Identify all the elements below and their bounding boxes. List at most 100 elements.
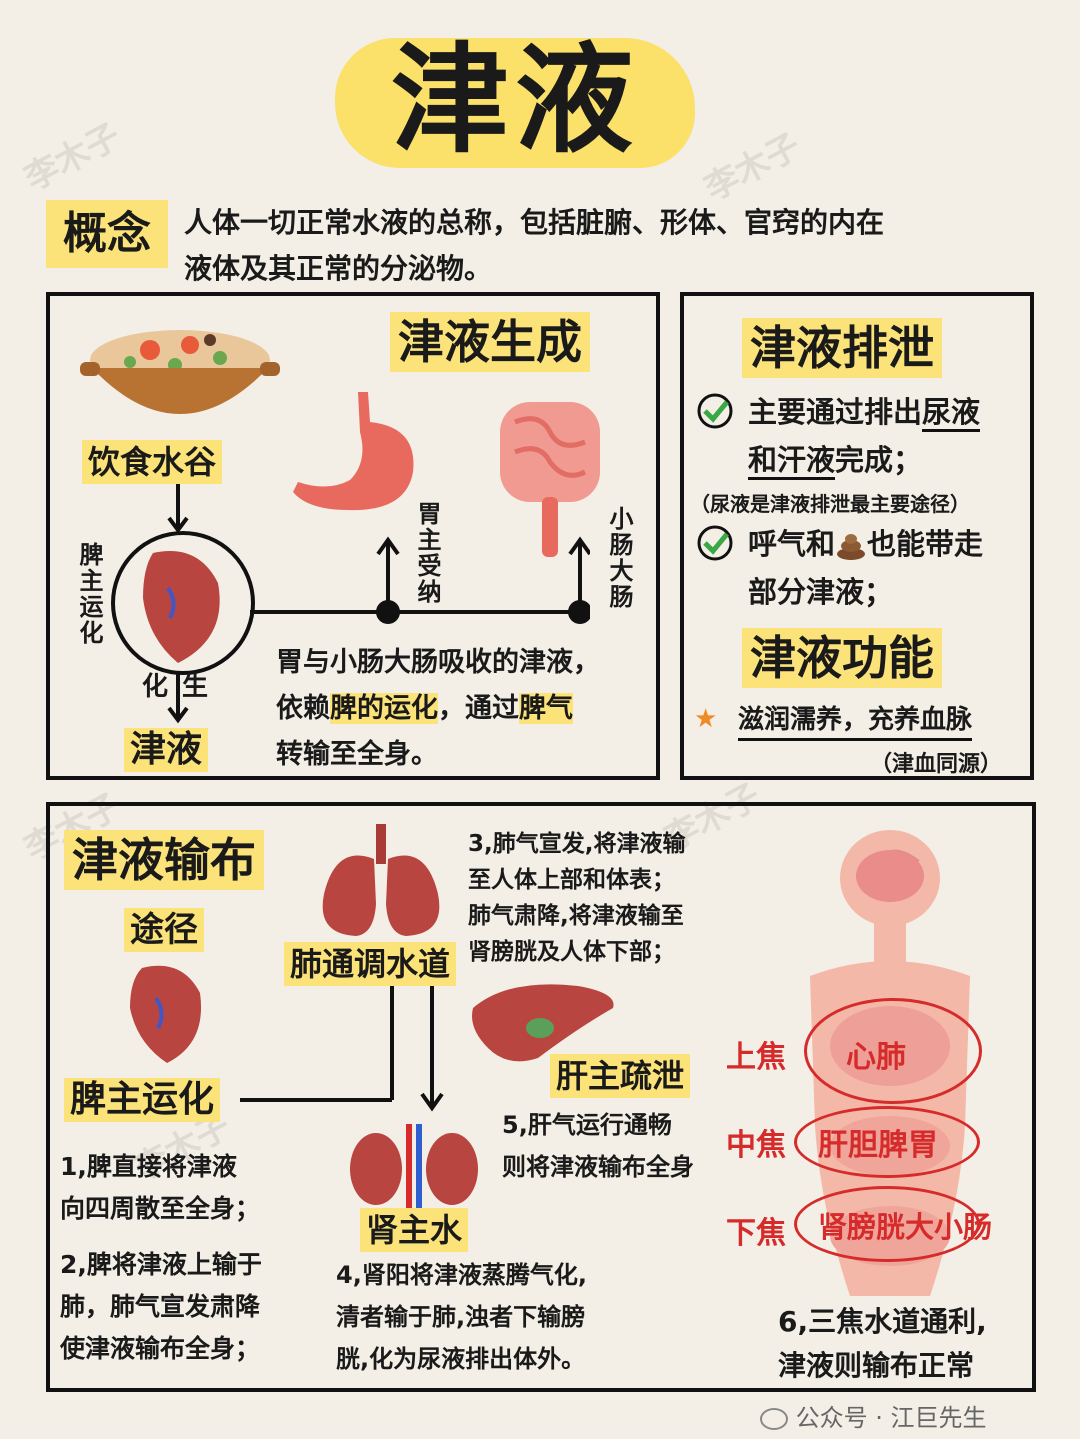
excretion-note: （尿液是津液排泄最主要途径） [690,492,970,516]
footer-text: 公众号 · 江巨先生 [795,1404,987,1432]
excretion-line: 主要通过排出尿液 [748,388,981,436]
desc-line: 至人体上部和体表； [468,867,675,893]
result-label: 津液 [124,728,209,772]
liver-label: 肝主疏泄 [550,1054,691,1098]
wechat-icon [760,1408,788,1430]
lung-desc: 3,肺气宣发,将津液输 至人体上部和体表； 肺气肃降,将津液输至 肾膀胱及人体下… [468,826,685,970]
lower-jiao-label: 下焦 [726,1216,786,1251]
poop-icon [837,534,866,560]
middle-jiao-label: 中焦 [726,1128,786,1163]
function-item: 滋润濡养，充养血脉 [738,702,973,741]
middle-organs: 肝胆脾胃 [818,1128,938,1163]
sanjiao-desc: 6,三焦水道通利, 津液则输布正常 [778,1300,987,1388]
desc-line: 肺气肃降,将津液输至 [468,903,684,929]
lungs-icon [322,824,440,936]
spleen-icon [130,965,202,1063]
intestine-icon [500,402,600,557]
middle-jiao-circle [794,1106,980,1178]
check-icon [697,393,733,429]
excretion-text: 也能带走 [867,527,984,561]
generation-desc: 胃与小肠大肠吸收的津液， 依赖脾的运化，通过脾气 转输至全身。 [276,640,656,778]
desc-line: 1,脾直接将津液 [60,1152,237,1181]
desc-line: 2,脾将津液上输于 [60,1250,262,1279]
excretion-text: 完成； [835,443,923,477]
food-label: 饮食水谷 [82,440,223,484]
connector-lines [250,536,590,624]
kidney-desc: 4,肾阳将津液蒸腾气化, 清者输于肺,浊者下输膀 胱,化为尿液排出体外。 [336,1254,587,1380]
star-icon: ★ [694,704,718,734]
kidney-icon [350,1124,478,1224]
title-highlight [335,38,695,168]
distribution-box: 津液输布 途径 脾主运化 肺通调水道 3,肺气宣发,将津液输 至人体上部和体表；… [46,802,1036,1392]
excretion-line: 呼气和也能带走 [748,520,983,568]
excretion-item-2: 呼气和也能带走 部分津液； [748,520,983,616]
check-icon [697,525,733,561]
excretion-box: 津液排泄 主要通过排出尿液 和汗液完成； （尿液是津液排泄最主要途径） 呼气和也… [680,292,1034,780]
function-title: 津液功能 [742,628,942,688]
liver-icon [472,984,614,1062]
huasheng-label: 化生 [142,666,208,703]
desc-line: 胃与小肠大肠吸收的津液， [276,647,600,678]
desc-line: 则将津液输布全身 [502,1153,694,1181]
liver-desc: 5,肝气运行通畅 则将津液输布全身 [502,1104,694,1188]
desc-line: 4,肾阳将津液蒸腾气化, [336,1261,587,1289]
spleen-desc-1: 1,脾直接将津液 向四周散至全身； [60,1146,260,1230]
desc-line: 6,三焦水道通利, [778,1305,987,1338]
food-bowl-icon [80,330,280,414]
huasheng-char: 化 [142,672,169,702]
stomach-icon [293,392,414,511]
desc-text: 依赖 [276,693,330,724]
excretion-underline: 尿液 [922,395,981,432]
concept-line: 人体一切正常水液的总称，包括脏腑、形体、官窍的内在 [184,206,885,239]
watermark: 李木子 [18,115,128,200]
excretion-text: 呼气和 [748,527,836,561]
spleen-vertical-label: 脾主运化 [75,542,103,646]
lower-jiao-circle [794,1186,980,1262]
intestine-vertical-label: 小肠大肠 [605,506,633,610]
huasheng-char: 生 [182,672,209,702]
desc-line: 清者输于肺,浊者下输膀 [336,1303,586,1331]
excretion-line: 部分津液； [748,575,894,609]
kidney-label: 肾主水 [360,1208,469,1252]
watermark: 李木子 [698,125,808,210]
down-arrow-icon [167,672,189,724]
excretion-line: 和汗液完成； [748,436,980,484]
stomach-vertical-label: 胃主受纳 [413,501,441,605]
desc-line: 津液则输布正常 [778,1349,975,1382]
excretion-underline: 和汗液 [748,443,836,480]
concept-tag: 概念 [46,200,168,268]
generation-box: 津液生成 饮食水谷 脾主运化 胃主受纳 [46,292,660,780]
upper-organs: 心肺 [846,1040,906,1075]
desc-line: 5,肝气运行通畅 [502,1111,672,1139]
desc-line: 使津液输布全身； [60,1334,261,1363]
desc-line: 肺，肺气宣发肃降 [60,1292,261,1321]
route-label: 途径 [124,908,204,952]
desc-line: 肾膀胱及人体下部； [468,939,675,965]
upper-jiao-circle [804,998,982,1104]
distribution-title: 津液输布 [64,830,264,890]
desc-line: 依赖脾的运化，通过脾气 [276,686,656,732]
upper-jiao-label: 上焦 [726,1040,786,1075]
page-title: 津液 [390,31,639,169]
excretion-title: 津液排泄 [742,318,942,378]
desc-line: 3,肺气宣发,将津液输 [468,831,686,857]
spleen-desc-2: 2,脾将津液上输于 肺，肺气宣发肃降 使津液输布全身； [60,1244,262,1370]
lung-label: 肺通调水道 [284,942,457,986]
desc-line: 向四周散至全身； [60,1194,261,1223]
lower-organs: 肾膀胱大小肠 [818,1210,993,1244]
excretion-text: 主要通过排出 [748,395,923,429]
spleen-icon [111,531,255,675]
generation-title: 津液生成 [390,312,590,372]
desc-line: 胱,化为尿液排出体外。 [336,1345,586,1373]
concept-text: 人体一切正常水液的总称，包括脏腑、形体、官窍的内在 液体及其正常的分泌物。 [184,200,1004,292]
desc-text: ，通过 [438,693,519,724]
concept-line: 液体及其正常的分泌物。 [184,252,493,285]
spleen-transport-label: 脾主运化 [64,1078,221,1122]
function-note: （津血同源） [870,752,1003,777]
connector-lines [240,958,444,1112]
down-arrow-icon [167,484,189,534]
footer-watermark: 公众号 · 江巨先生 [760,1398,987,1433]
excretion-item-1: 主要通过排出尿液 和汗液完成； [748,388,981,484]
desc-highlight: 脾的运化 [330,693,438,724]
desc-line: 转输至全身。 [276,739,438,770]
